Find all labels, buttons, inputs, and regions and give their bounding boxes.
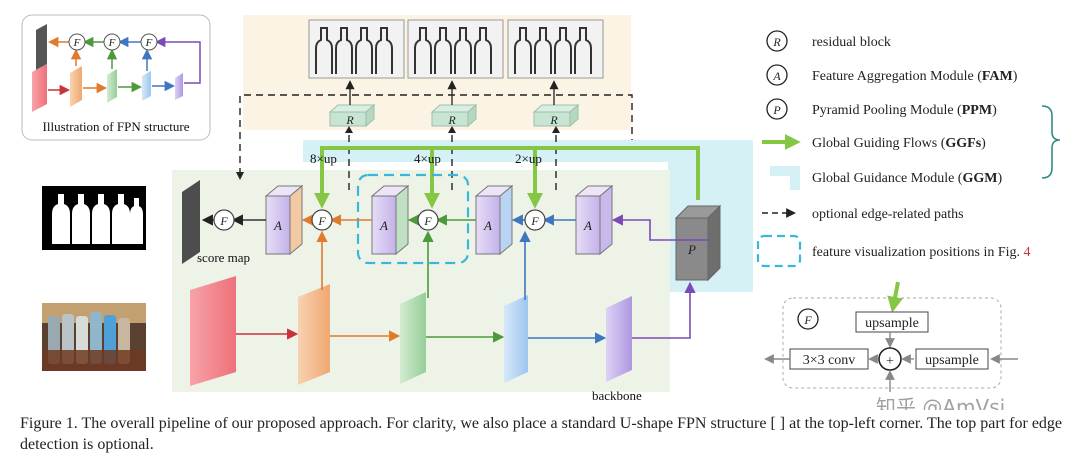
label-4x-up: 4×up bbox=[414, 151, 441, 166]
inset-stage-4 bbox=[142, 71, 151, 101]
fam-3-symbol: A bbox=[483, 218, 492, 233]
legend-fam-symbol: A bbox=[772, 69, 781, 83]
fusion-detail-symbol: F bbox=[803, 313, 812, 327]
legend-edge-text: optional edge-related paths bbox=[812, 207, 964, 222]
backbone-stage-4 bbox=[504, 295, 528, 383]
edge-outputs bbox=[308, 19, 604, 79]
inset-score-map bbox=[36, 24, 47, 70]
inset-fusion-1-symbol: F bbox=[73, 37, 81, 49]
backbone-stage-1 bbox=[190, 276, 236, 386]
ppm-block: P bbox=[674, 204, 722, 282]
figure-caption: Figure 1. The overall pipeline of our pr… bbox=[20, 415, 1063, 453]
residual-block-3-symbol: R bbox=[549, 113, 558, 127]
saliency-mask-image bbox=[42, 186, 146, 250]
legend-brace-icon bbox=[1041, 105, 1061, 179]
inset-stage-3 bbox=[107, 69, 117, 103]
fusion-node-4-symbol: F bbox=[530, 214, 539, 228]
inset-fusion-3 bbox=[140, 33, 158, 51]
ggm-top-band bbox=[303, 140, 753, 162]
backbone-stage-5 bbox=[606, 296, 632, 382]
feature-visualization-box bbox=[356, 173, 470, 265]
fam-blocks: A A A A bbox=[264, 184, 614, 256]
fusion-node-3-symbol: F bbox=[423, 214, 432, 228]
edge-related-paths bbox=[239, 94, 633, 190]
sum-node bbox=[878, 347, 902, 371]
legend-fam-icon bbox=[766, 64, 788, 86]
legend-vis-text: feature visualization positions in Fig. … bbox=[812, 245, 1031, 260]
residual-block-1-symbol: R bbox=[345, 113, 354, 127]
upsample-top-label: upsample bbox=[865, 316, 919, 331]
pipeline-diagram: F F F Illustration of FPN structure bbox=[21, 14, 1061, 410]
backbone-stage-2 bbox=[298, 284, 330, 385]
fpn-inset: F F F Illustration of FPN structure bbox=[21, 14, 211, 141]
inset-fusion-2 bbox=[103, 33, 121, 51]
inset-title: Illustration of FPN structure bbox=[43, 119, 190, 134]
backbone-stages: backbone bbox=[190, 230, 696, 403]
label-2x-up: 2×up bbox=[515, 151, 542, 166]
inset-fusion-3-symbol: F bbox=[145, 37, 153, 49]
legend-fam-text: Feature Aggregation Module (FAM) bbox=[812, 69, 1018, 84]
fusion-node-4 bbox=[524, 209, 546, 231]
score-map-label: score map bbox=[197, 250, 250, 265]
fusion-node-2 bbox=[311, 209, 333, 231]
backbone-stage-3 bbox=[400, 292, 426, 384]
conv-label: 3×3 conv bbox=[803, 353, 856, 368]
legend-ggm-icon bbox=[770, 166, 800, 190]
score-map-block bbox=[182, 180, 200, 264]
inset-fusion-1 bbox=[68, 33, 86, 51]
fusion-detail-icon bbox=[797, 308, 819, 330]
fam-2-symbol: A bbox=[379, 218, 388, 233]
watermark: 知乎 @AmVsi bbox=[876, 395, 1005, 410]
legend-ggm-text: Global Guidance Module (GGM) bbox=[812, 171, 1002, 186]
sum-symbol: + bbox=[886, 354, 894, 369]
legend-residual-text: residual block bbox=[812, 35, 891, 50]
fam-1-symbol: A bbox=[273, 218, 282, 233]
fusion-node-2-symbol: F bbox=[317, 214, 326, 228]
inset-stage-1 bbox=[32, 64, 47, 112]
legend-ppm-symbol: P bbox=[772, 103, 781, 117]
ppm-symbol: P bbox=[687, 242, 696, 257]
fam-4-symbol: A bbox=[583, 218, 592, 233]
legend-residual-symbol: R bbox=[772, 35, 781, 49]
inset-stage-2 bbox=[70, 66, 82, 107]
legend-ggf-text: Global Guiding Flows (GGFs) bbox=[812, 136, 986, 151]
upsample-top-box bbox=[855, 311, 929, 333]
residual-blocks: R R R bbox=[328, 103, 580, 128]
fusion-node-3 bbox=[417, 209, 439, 231]
backbone-label: backbone bbox=[592, 388, 642, 403]
residual-block-2-symbol: R bbox=[447, 113, 456, 127]
inset-fusion-2-symbol: F bbox=[108, 37, 116, 49]
input-photo-image bbox=[42, 303, 146, 371]
legend-ppm-text: Pyramid Pooling Module (PPM) bbox=[812, 103, 997, 118]
fusion-node-1 bbox=[213, 209, 235, 231]
upsample-right-label: upsample bbox=[925, 353, 979, 368]
legend: R residual block A Feature Aggregation M… bbox=[756, 30, 1061, 268]
legend-ppm-icon bbox=[766, 98, 788, 120]
top-down-path: F F F F bbox=[201, 209, 708, 241]
fusion-node-1-symbol: F bbox=[219, 214, 228, 228]
label-8x-up: 8×up bbox=[310, 151, 337, 166]
legend-residual-icon bbox=[766, 30, 788, 52]
inset-stage-5 bbox=[175, 73, 183, 100]
upsample-right-box bbox=[915, 348, 989, 370]
legend-vis-icon bbox=[756, 234, 802, 268]
fusion-detail: F upsample + upsample 3×3 conv bbox=[764, 281, 1018, 392]
